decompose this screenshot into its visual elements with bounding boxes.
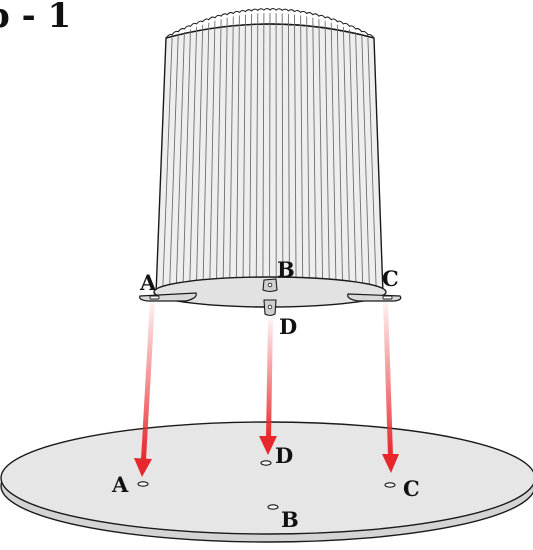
base-hole-c [384, 482, 396, 488]
shade-pleat [222, 17, 228, 305]
shade-pleat [336, 24, 344, 301]
label-d-base: D [275, 443, 293, 468]
shade-pleat [312, 17, 317, 305]
shade-pleat [215, 19, 222, 305]
label-d-shade: D [279, 314, 297, 339]
label-b-shade: B [277, 257, 295, 282]
bracket-c [347, 293, 402, 302]
shade-pleat [188, 26, 198, 300]
step-title: p - 1 [0, 0, 72, 36]
shade-pleat [300, 15, 304, 307]
shade-pleat [269, 12, 271, 309]
shade-pleat [255, 13, 259, 308]
label-a-shade: A [139, 270, 157, 295]
shade-pleat [349, 29, 357, 298]
arrow-c [382, 300, 399, 473]
shade-pleat [208, 20, 216, 304]
shade-pleat [306, 16, 311, 306]
shade-pleat [162, 37, 173, 293]
shade-pleat [175, 31, 185, 296]
shade-pleat [242, 14, 246, 308]
base-hole-b [267, 504, 279, 510]
shade-pleat [324, 20, 331, 304]
label-a-base: A [111, 472, 129, 497]
shade-pleat [168, 34, 179, 295]
arrow-d [259, 318, 277, 455]
shade-pleat [287, 13, 290, 308]
shade-pleat [202, 22, 210, 302]
shade-pleat [281, 13, 284, 308]
shade-pleat [262, 13, 265, 308]
shade-pleat [228, 16, 234, 306]
shade-pleat [342, 26, 351, 300]
label-b-base: B [281, 507, 299, 532]
lamp-shade [139, 8, 402, 317]
base-hole-d [260, 460, 272, 466]
shade-pleat [355, 31, 364, 296]
shade-pleat [182, 29, 191, 298]
base-hole-a [137, 481, 149, 487]
shade-pleat [330, 22, 337, 302]
shade-pleat [249, 13, 253, 308]
shade-pleat [235, 15, 240, 307]
shade-pleat [367, 37, 377, 293]
shade-pleat [195, 24, 204, 301]
shade-pleat [318, 19, 324, 305]
label-c-shade: C [382, 266, 399, 291]
shade-pleat [361, 34, 371, 295]
shade-pleat [294, 14, 297, 308]
label-c-base: C [403, 476, 420, 501]
arrow-a [134, 300, 155, 477]
shade-scalloped-rim [165, 8, 375, 39]
